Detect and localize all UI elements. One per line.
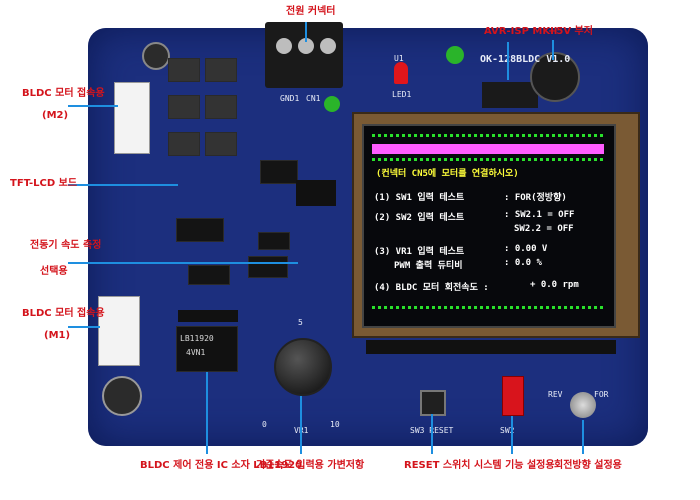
label-system-setting: 시스템 기능 설정용: [474, 460, 555, 471]
arrow-bldc-m1: [68, 326, 100, 328]
label-bldc-m2-line1: BLDC 모터 접속용: [22, 88, 105, 99]
green-capacitor: [324, 96, 340, 112]
smd-ic: [188, 265, 230, 285]
sw2-silk-label: SW2: [500, 426, 515, 435]
label-buzzer: +5V 부저: [548, 26, 593, 37]
arrow-bldc-ic: [206, 372, 208, 454]
label-bldc-ic: BLDC 제어 전용 IC 소자 LB11920: [140, 460, 303, 471]
pin-header: [366, 340, 616, 354]
bldc-m2-connector[interactable]: [114, 82, 150, 154]
arrow-power-connector: [305, 22, 307, 42]
smd-ic: [248, 256, 288, 278]
board-name-label: OK-128BLDC V1.0: [480, 54, 571, 65]
label-avr-isp: AVR-ISP MKII: [484, 26, 558, 37]
label-ref-speed: 기준속도 입력용 가변저항: [256, 460, 365, 471]
lcd-sw2-value1: : SW2.1 = OFF: [504, 210, 575, 220]
ic-sub-label: 4VN1: [186, 348, 206, 357]
reset-button[interactable]: [420, 390, 446, 416]
dip-switch-sw2[interactable]: [502, 376, 524, 416]
smd-ic: [260, 160, 298, 184]
electrolytic-capacitor: [102, 376, 142, 416]
lb11920-ic: [176, 326, 238, 372]
lcd-dotted-border: [372, 306, 604, 309]
dial-label-5: 5: [298, 318, 303, 327]
arrow-bldc-m2: [68, 105, 118, 107]
smd-ic: [176, 218, 224, 242]
mosfet: [168, 132, 200, 156]
terminal-screw: [298, 38, 314, 54]
label-direction-setting: 회전방향 설정용: [554, 460, 622, 471]
label-reset-switch: RESET 스위치: [404, 460, 471, 471]
label-speed-select-line1: 전동기 속도 측정: [30, 240, 102, 251]
mosfet: [205, 58, 237, 82]
pin-header: [296, 180, 336, 206]
lcd-pwm-label: PWM 출력 듀티비: [394, 261, 463, 271]
lcd-connect-msg: (컨넥터 CN5에 모터를 연결하시오): [376, 169, 519, 179]
electrolytic-capacitor: [142, 42, 170, 70]
smd-ic: [258, 232, 290, 250]
arrow-buzzer: [552, 40, 554, 60]
green-capacitor: [446, 46, 464, 64]
mosfet: [168, 95, 200, 119]
lcd-vr1-label: (3) VR1 입력 테스트: [374, 247, 465, 257]
label-speed-select-line2: 선택용: [40, 266, 68, 277]
arrow-speed-select: [68, 262, 298, 264]
power-terminal-block: [265, 22, 343, 88]
dial-label-0: 0: [262, 420, 267, 429]
ic-name-label: LB11920: [180, 334, 214, 343]
mosfet: [205, 95, 237, 119]
lcd-sw1-value: : FOR(정방향): [504, 193, 567, 203]
pin-header: [178, 310, 238, 322]
lcd-title-bar: [372, 144, 604, 154]
arrow-system-setting: [511, 416, 513, 454]
led1-label: LED1: [392, 90, 412, 99]
label-bldc-m1-line2: (M1): [44, 330, 71, 341]
arrow-direction-setting: [582, 420, 584, 454]
lcd-speed-label: (4) BLDC 모터 회전속도 :: [374, 283, 489, 293]
label-bldc-m1-line1: BLDC 모터 접속용: [22, 308, 105, 319]
for-silk-label: FOR: [594, 390, 609, 399]
cn1-label: CN1: [306, 94, 321, 103]
led-red: [394, 62, 408, 84]
lcd-speed-value: + 0.0 rpm: [530, 280, 579, 290]
arrow-tft-lcd: [68, 184, 178, 186]
potentiometer-vr1[interactable]: [274, 338, 332, 396]
dial-label-10: 10: [330, 420, 340, 429]
lcd-sw1-label: (1) SW1 입력 테스트: [374, 193, 465, 203]
label-bldc-m2-line2: (M2): [42, 110, 69, 121]
arrow-reset: [431, 414, 433, 454]
mosfet: [168, 58, 200, 82]
arrow-ref-speed: [300, 396, 302, 454]
u1-label: U1: [394, 54, 404, 63]
direction-toggle-switch[interactable]: [570, 392, 596, 418]
rev-silk-label: REV: [548, 390, 563, 399]
label-power-connector: 전원 커넥터: [286, 6, 336, 17]
mosfet: [205, 132, 237, 156]
lcd-vr1-value: : 0.00 V: [504, 244, 548, 254]
label-tft-lcd: TFT-LCD 보드: [10, 178, 78, 189]
terminal-screw: [276, 38, 292, 54]
lcd-pwm-value: : 0.0 %: [504, 258, 542, 268]
lcd-sw2-label: (2) SW2 입력 테스트: [374, 213, 465, 223]
lcd-sw2-value2: SW2.2 = OFF: [514, 224, 574, 234]
buzzer: [530, 52, 580, 102]
lcd-screen: (컨넥터 CN5에 모터를 연결하시오) (1) SW1 입력 테스트 : FO…: [362, 124, 616, 328]
lcd-dotted-border: [372, 134, 604, 137]
lcd-dotted-border: [372, 158, 604, 161]
terminal-screw: [320, 38, 336, 54]
gnd1-label: GND1: [280, 94, 300, 103]
bldc-m1-connector[interactable]: [98, 296, 140, 366]
isp-header: [482, 82, 538, 108]
arrow-avr-isp: [507, 42, 509, 80]
